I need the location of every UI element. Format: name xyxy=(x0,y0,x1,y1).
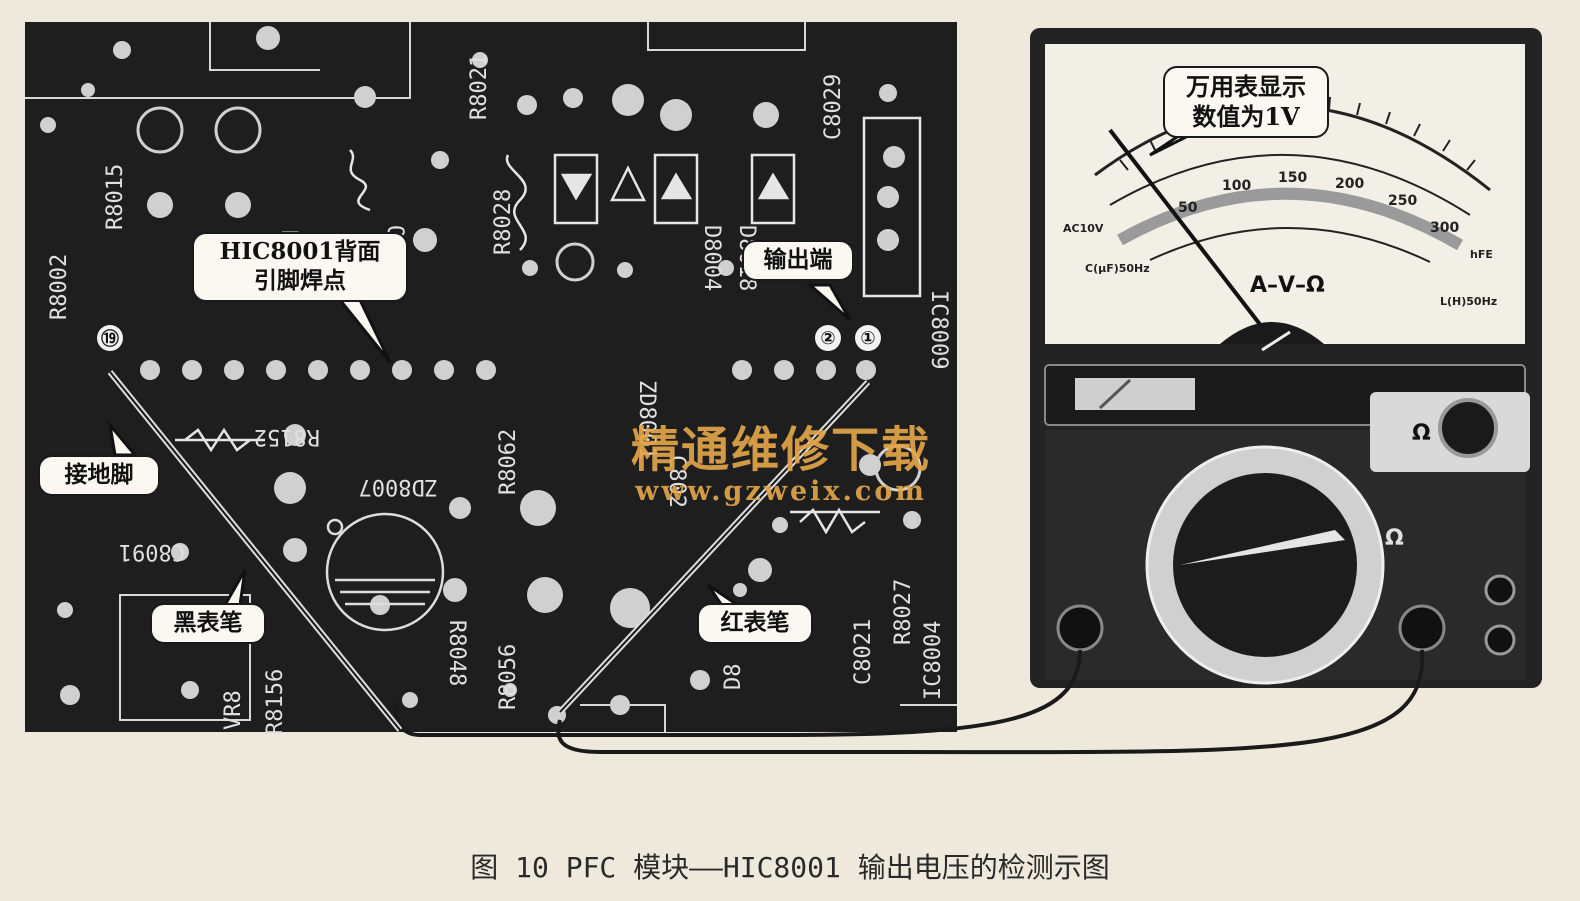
board-label: VR8 xyxy=(221,690,246,730)
ohm-adjust-knob xyxy=(1438,398,1498,458)
board-label: C8091 xyxy=(119,539,185,564)
board-traces xyxy=(25,22,957,732)
solder-points-callout: HIC8001背面 引脚焊点 xyxy=(192,232,408,302)
probe-jack xyxy=(1398,604,1446,652)
watermark-url: www.gzweix.com xyxy=(635,476,927,507)
probe-jack xyxy=(1056,604,1104,652)
meter-small-label: AC10V xyxy=(1063,222,1104,235)
scale-labels: 50 100 150 200 250 300 AC10V C(μF)50Hz L… xyxy=(1063,170,1497,308)
callout-line: 万用表显示 xyxy=(1186,72,1306,101)
meter-small-label: C(μF)50Hz xyxy=(1085,262,1150,275)
multimeter: 50 100 150 200 250 300 AC10V C(μF)50Hz L… xyxy=(1030,28,1542,688)
board-label: D8 xyxy=(721,664,746,691)
meter-small-label: hFE xyxy=(1470,248,1493,261)
board-label: R8015 xyxy=(103,164,128,230)
scale-number: 250 xyxy=(1388,193,1417,209)
scale-number: 150 xyxy=(1278,170,1307,186)
board-label: IC8004 xyxy=(921,621,946,700)
scale-number: 200 xyxy=(1335,176,1364,192)
ground-pin-callout: 接地脚 xyxy=(38,455,160,496)
scale-number: 100 xyxy=(1222,178,1251,194)
pin-number-2: ② xyxy=(815,325,841,351)
board-label: R8056 xyxy=(496,644,521,710)
board-label: R8152 xyxy=(254,424,320,449)
board-label: R8062 xyxy=(496,429,521,495)
board-label: C8029 xyxy=(821,74,846,140)
callout-line: 数值为1V xyxy=(1192,102,1300,131)
board-label: IC8009 xyxy=(926,290,951,369)
board-label: R8048 xyxy=(444,620,469,686)
callout-line: 引脚焊点 xyxy=(254,266,346,294)
dial-ohm-symbol: Ω xyxy=(1385,526,1404,551)
probe-jack xyxy=(1484,624,1516,656)
board-label: ZD8001 xyxy=(634,380,659,459)
diode-components xyxy=(175,116,922,535)
scale-number: 300 xyxy=(1430,220,1459,236)
black-probe-callout: 黑表笔 xyxy=(150,603,266,644)
board-label: R8002 xyxy=(47,254,72,320)
board-label: R8028 xyxy=(491,189,516,255)
probe-jack xyxy=(1484,574,1516,606)
figure-caption: 图 10 PFC 模块——HIC8001 输出电压的检测示图 xyxy=(470,851,1110,884)
output-terminal-callout: 输出端 xyxy=(742,240,854,281)
board-label: C802 xyxy=(664,455,689,508)
probe-leads xyxy=(393,649,1425,755)
capacitor xyxy=(325,512,445,632)
board-label: D8004 xyxy=(699,225,724,291)
board-label: R8156 xyxy=(263,669,288,735)
meter-reading-callout: 万用表显示 数值为1V xyxy=(1163,66,1329,138)
watermark-title: 精通维修下载 xyxy=(630,422,931,478)
pin-number-1: ① xyxy=(855,325,881,351)
ohm-symbol: Ω xyxy=(1412,421,1431,446)
meter-face-label: A–V–Ω xyxy=(1250,273,1325,298)
board-label: C8021 xyxy=(851,619,876,685)
board-label: R8027 xyxy=(891,579,916,645)
scale-number: 50 xyxy=(1178,200,1198,216)
callout-line: HIC8001背面 xyxy=(219,238,381,265)
meter-small-label: L(H)50Hz xyxy=(1440,295,1497,308)
pin-number-19: ⑲ xyxy=(97,325,123,351)
meter-needle xyxy=(1108,128,1274,342)
probe-outline xyxy=(109,371,869,731)
red-probe-callout: 红表笔 xyxy=(697,603,813,644)
board-label: ZD8007 xyxy=(359,474,438,499)
board-label: R8021 xyxy=(467,54,492,120)
watermark: 精通维修下载 www.gzweix.com xyxy=(606,410,956,507)
